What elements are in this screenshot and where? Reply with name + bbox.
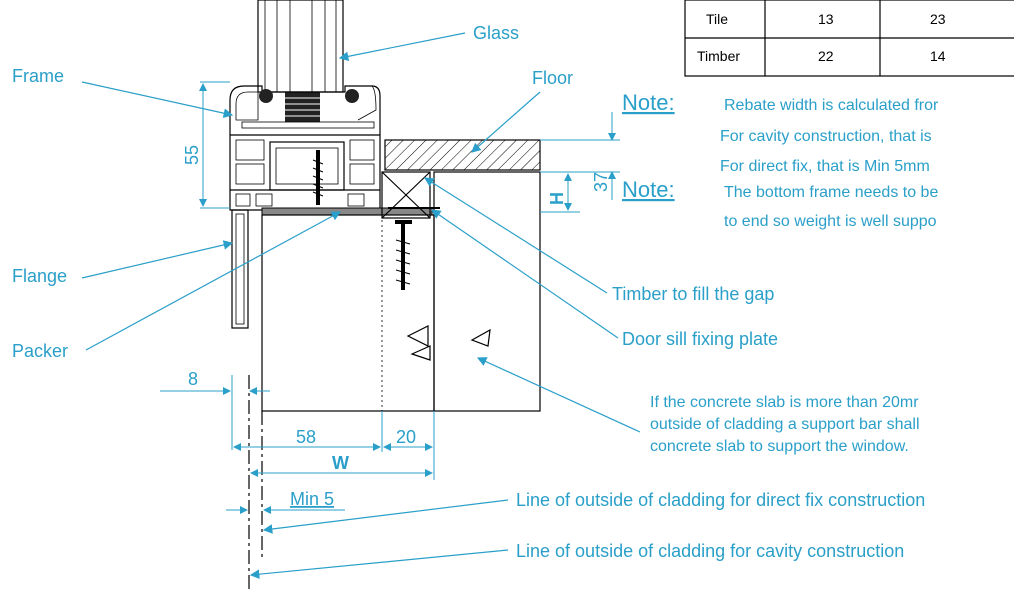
thickness-table: Tile 13 23 Timber 22 14 xyxy=(684,0,1014,77)
frame-profile xyxy=(229,85,381,211)
dim-55: 55 xyxy=(182,81,230,209)
glass-unit xyxy=(257,0,344,122)
note-line: Rebate width is calculated fror xyxy=(724,97,939,114)
table-cell: 14 xyxy=(930,48,946,64)
dim-min5-text: Min 5 xyxy=(290,489,334,509)
slab-note-line: outside of cladding a support bar shall xyxy=(650,416,920,433)
slab-note-line: If the concrete slab is more than 20mr xyxy=(650,394,919,411)
dim-37-text: 37 xyxy=(591,172,611,192)
dim-w: W xyxy=(250,453,433,477)
note-heading: Note: xyxy=(622,177,675,202)
timber-gap-label: Timber to fill the gap xyxy=(612,284,774,304)
glass-label: Glass xyxy=(473,23,519,43)
note-heading: Note: xyxy=(622,90,675,115)
notes-block: Note: Rebate width is calculated fror Fo… xyxy=(622,90,939,230)
packer xyxy=(261,207,433,216)
dim-37: 37 xyxy=(540,112,620,200)
dim-58-20: 58 20 xyxy=(233,411,435,480)
note-line: to end so weight is well suppo xyxy=(724,213,937,230)
floor-label: Floor xyxy=(532,68,573,88)
table-cell: 22 xyxy=(818,48,834,64)
slab-note-line: concrete slab to support the window. xyxy=(650,438,909,455)
frame-label: Frame xyxy=(12,66,64,86)
table-cell: 23 xyxy=(930,11,946,27)
table-cell: Tile xyxy=(706,11,728,27)
line-cavity-label: Line of outside of cladding for cavity c… xyxy=(516,541,904,561)
note-line: For cavity construction, that is xyxy=(720,128,932,145)
packer-label: Packer xyxy=(12,341,68,361)
dim-58-text: 58 xyxy=(296,427,316,447)
flange-label: Flange xyxy=(12,266,67,286)
table-cell: Timber xyxy=(697,48,740,64)
note-line: The bottom frame needs to be xyxy=(724,184,938,201)
note-line: For direct fix, that is Min 5mm xyxy=(720,158,930,175)
table-cell: 13 xyxy=(818,11,834,27)
dim-8-text: 8 xyxy=(188,369,198,389)
dim-55-text: 55 xyxy=(182,145,202,165)
dim-8: 8 xyxy=(160,369,270,450)
dim-min5: Min 5 xyxy=(226,489,345,514)
timber-filler xyxy=(381,171,431,219)
sill-plate-label: Door sill fixing plate xyxy=(622,329,778,349)
dim-20-text: 20 xyxy=(396,427,416,447)
floor-board xyxy=(384,139,541,171)
dim-h-text: H xyxy=(547,192,567,205)
concrete-slab xyxy=(261,171,541,412)
slab-note: If the concrete slab is more than 20mr o… xyxy=(476,357,920,455)
dim-w-text: W xyxy=(332,453,349,473)
line-direct-label: Line of outside of cladding for direct f… xyxy=(516,490,925,510)
dim-h: H xyxy=(540,173,580,213)
